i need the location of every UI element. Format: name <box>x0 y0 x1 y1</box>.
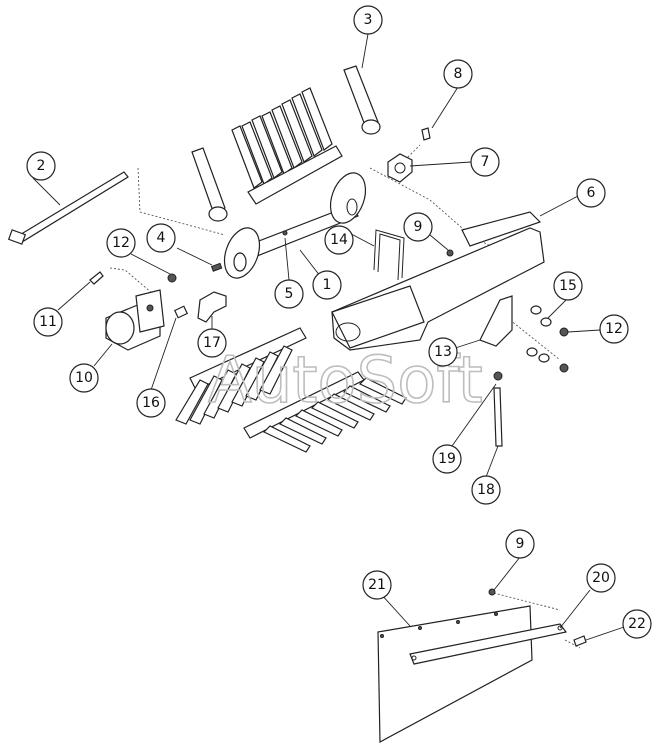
svg-text:15: 15 <box>559 278 577 294</box>
svg-text:14: 14 <box>330 232 348 248</box>
callout-2: 2 <box>26 151 56 181</box>
callout-11: 11 <box>33 307 63 337</box>
part-16-fitting <box>173 305 189 319</box>
callout-17: 17 <box>197 328 227 358</box>
svg-text:22: 22 <box>628 616 646 632</box>
svg-text:6: 6 <box>587 185 596 201</box>
callout-13: 13 <box>428 337 458 367</box>
svg-text:5: 5 <box>285 286 294 302</box>
svg-text:16: 16 <box>142 395 160 411</box>
part-21-panel <box>377 605 533 743</box>
callout-7: 7 <box>470 147 500 177</box>
callout-19: 19 <box>432 444 462 474</box>
svg-text:9: 9 <box>414 219 423 235</box>
part-2-rod <box>7 171 129 245</box>
rake-tines-left <box>175 327 307 425</box>
svg-text:9: 9 <box>516 536 525 552</box>
svg-text:17: 17 <box>203 335 221 351</box>
part-18-bolt <box>493 387 503 447</box>
svg-text:21: 21 <box>368 577 386 593</box>
part-7-bearing <box>387 153 413 183</box>
part-14-ubolt <box>373 229 405 281</box>
part-4-bolt <box>210 262 223 272</box>
svg-text:1: 1 <box>323 277 332 293</box>
part-8-bolt <box>421 127 431 141</box>
callout-21: 21 <box>362 570 392 600</box>
part-22-screw <box>573 635 587 647</box>
callout-3: 3 <box>353 5 383 35</box>
part-10-motor <box>105 289 165 351</box>
callout-9-bottom: 9 <box>505 529 535 559</box>
rake-tines-right <box>243 371 407 453</box>
svg-text:2: 2 <box>37 158 46 174</box>
callout-1: 1 <box>312 270 342 300</box>
svg-text:12: 12 <box>605 321 623 337</box>
callout-4: 4 <box>146 223 176 253</box>
callout-18: 18 <box>471 475 501 505</box>
svg-text:12: 12 <box>112 235 130 251</box>
part-20-strap <box>409 623 568 665</box>
callout-16: 16 <box>136 388 166 418</box>
part-19-nut <box>493 371 503 381</box>
callout-22: 22 <box>622 609 652 639</box>
svg-text:7: 7 <box>481 154 490 170</box>
svg-text:18: 18 <box>477 482 495 498</box>
svg-text:10: 10 <box>75 370 93 386</box>
part-17-elbow <box>197 291 227 323</box>
callout-bubbles: 1 2 3 4 5 6 7 8 9 10 11 12 12 13 14 15 1… <box>26 5 652 639</box>
callout-12-left: 12 <box>106 228 136 258</box>
svg-text:13: 13 <box>434 344 452 360</box>
callout-15: 15 <box>553 271 583 301</box>
callout-5: 5 <box>274 279 304 309</box>
part-1-shaft <box>223 172 367 279</box>
svg-text:8: 8 <box>454 66 463 82</box>
part-13-bracket <box>479 295 513 347</box>
callout-12-right: 12 <box>599 314 629 344</box>
callout-10: 10 <box>69 363 99 393</box>
callout-20: 20 <box>586 563 616 593</box>
svg-text:20: 20 <box>592 570 610 586</box>
svg-text:19: 19 <box>438 451 456 467</box>
svg-text:3: 3 <box>364 12 373 28</box>
part-6-frame <box>331 211 545 351</box>
part-15-washers <box>526 305 552 363</box>
part-9-nut <box>446 249 496 596</box>
callout-6: 6 <box>576 178 606 208</box>
callout-9-top: 9 <box>403 212 433 242</box>
svg-text:4: 4 <box>157 230 166 246</box>
svg-text:11: 11 <box>39 314 57 330</box>
callout-8: 8 <box>443 59 473 89</box>
part-3-tines <box>191 65 381 222</box>
callout-14: 14 <box>324 225 354 255</box>
part-11-bolt <box>89 271 104 285</box>
